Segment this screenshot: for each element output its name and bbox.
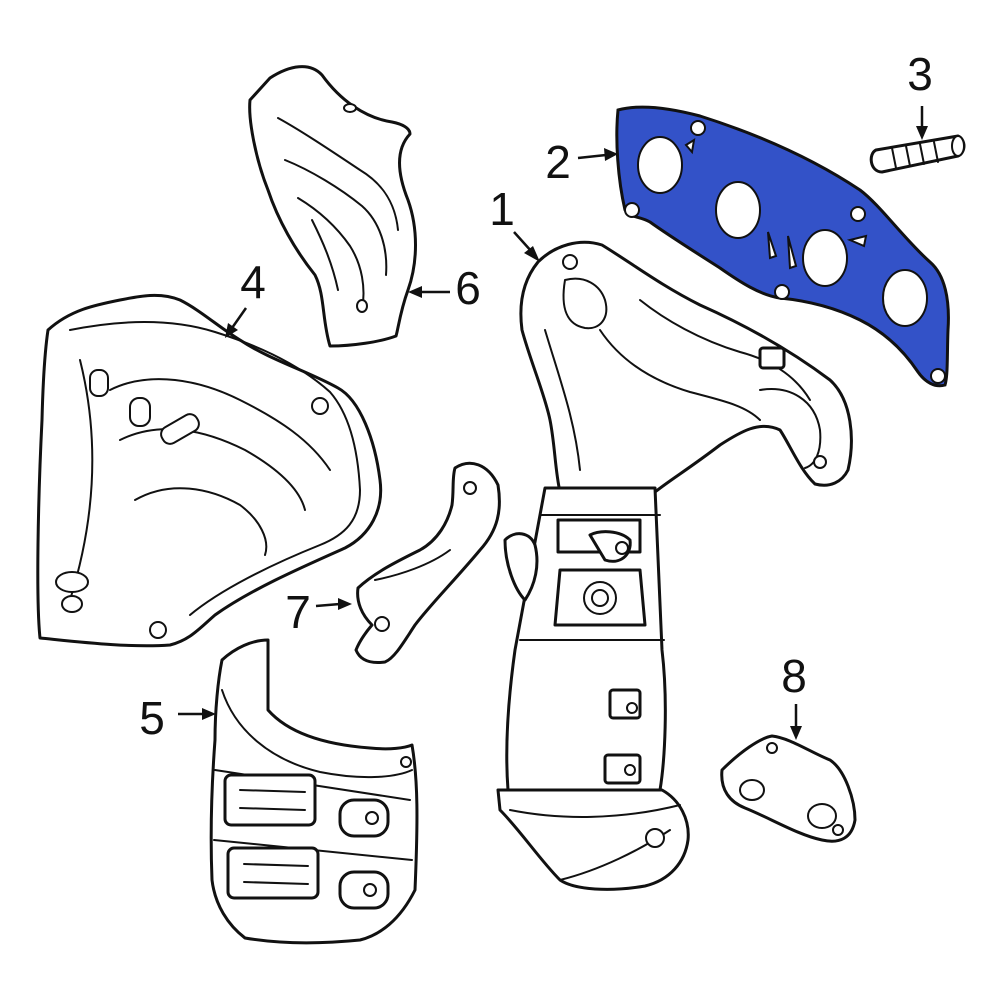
callout-2-leader [577,153,607,160]
part-7-bracket[interactable] [354,461,501,664]
callout-4-label: 4 [240,256,266,308]
callout-6-arrowhead [408,286,422,298]
callout-2: 2 [545,136,618,188]
callout-7-label: 7 [285,586,311,638]
callout-7: 7 [285,586,352,638]
callout-5: 5 [139,692,216,744]
callout-3-label: 3 [907,48,933,100]
callout-3-arrowhead [916,126,928,140]
part-8-gasket[interactable] [720,734,857,843]
callout-6-label: 6 [455,262,481,314]
callout-4: 4 [225,256,266,338]
callout-3: 3 [907,48,933,140]
part-4-main-heat-shield[interactable] [36,293,383,648]
callout-4-arrowhead [225,323,238,338]
callout-7-arrowhead [338,598,352,610]
part-2-exhaust-manifold-gasket[interactable] [615,105,950,388]
callout-2-label: 2 [545,136,571,188]
callout-7-leader [315,602,341,608]
callout-5-arrowhead [202,708,216,720]
callout-6: 6 [408,262,481,314]
part-6-upper-heat-shield[interactable] [248,65,417,348]
callout-2-arrowhead [604,148,618,161]
gasket-body [615,105,950,388]
part-5-lower-heat-shield[interactable] [209,638,419,945]
callout-5-label: 5 [139,692,165,744]
callout-1: 1 [489,183,540,262]
callout-8: 8 [781,650,807,740]
part-3-stud[interactable] [869,134,966,174]
callout-8-label: 8 [781,650,807,702]
part-1-exhaust-manifold[interactable] [496,240,853,891]
callout-8-arrowhead [790,726,802,740]
callout-1-arrowhead [524,246,540,262]
callout-1-label: 1 [489,183,515,235]
callout-1-leader [513,231,533,253]
callout-4-leader [230,307,248,329]
